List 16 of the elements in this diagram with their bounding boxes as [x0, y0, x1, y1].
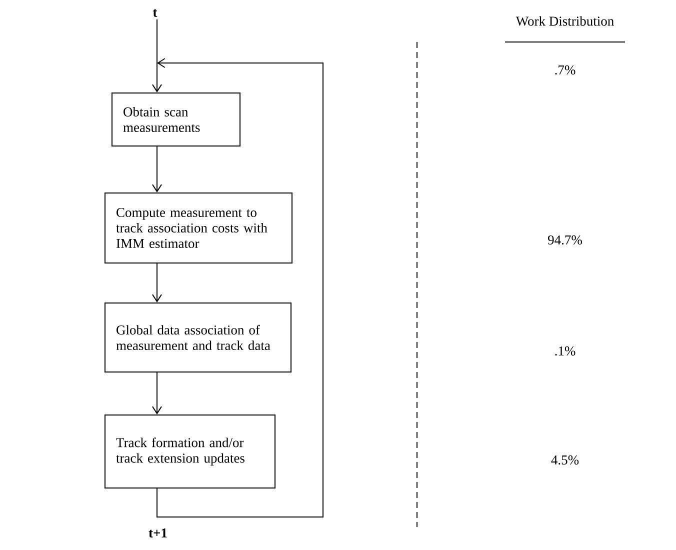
percentage: .7%	[555, 65, 576, 75]
process-box: Compute measurement to track association costs with IMM estimator	[104, 192, 292, 264]
arrow	[152, 263, 162, 302]
process-box: Obtain scan measurements	[112, 92, 240, 146]
percentage: .1%	[555, 346, 576, 356]
percentage: 94.7%	[548, 235, 582, 245]
arrow	[152, 18, 162, 92]
time-label: t	[152, 9, 158, 17]
time-label: t+1	[148, 528, 167, 538]
arrow	[156, 58, 324, 518]
percentage: 4.5%	[551, 455, 579, 465]
process-box: Global data association of measurement and track data	[104, 302, 292, 372]
arrow	[152, 372, 162, 414]
process-box: Track formation and/or track extension updates	[104, 414, 276, 488]
column-heading: Work Distribution	[516, 16, 614, 26]
arrow	[152, 146, 162, 192]
